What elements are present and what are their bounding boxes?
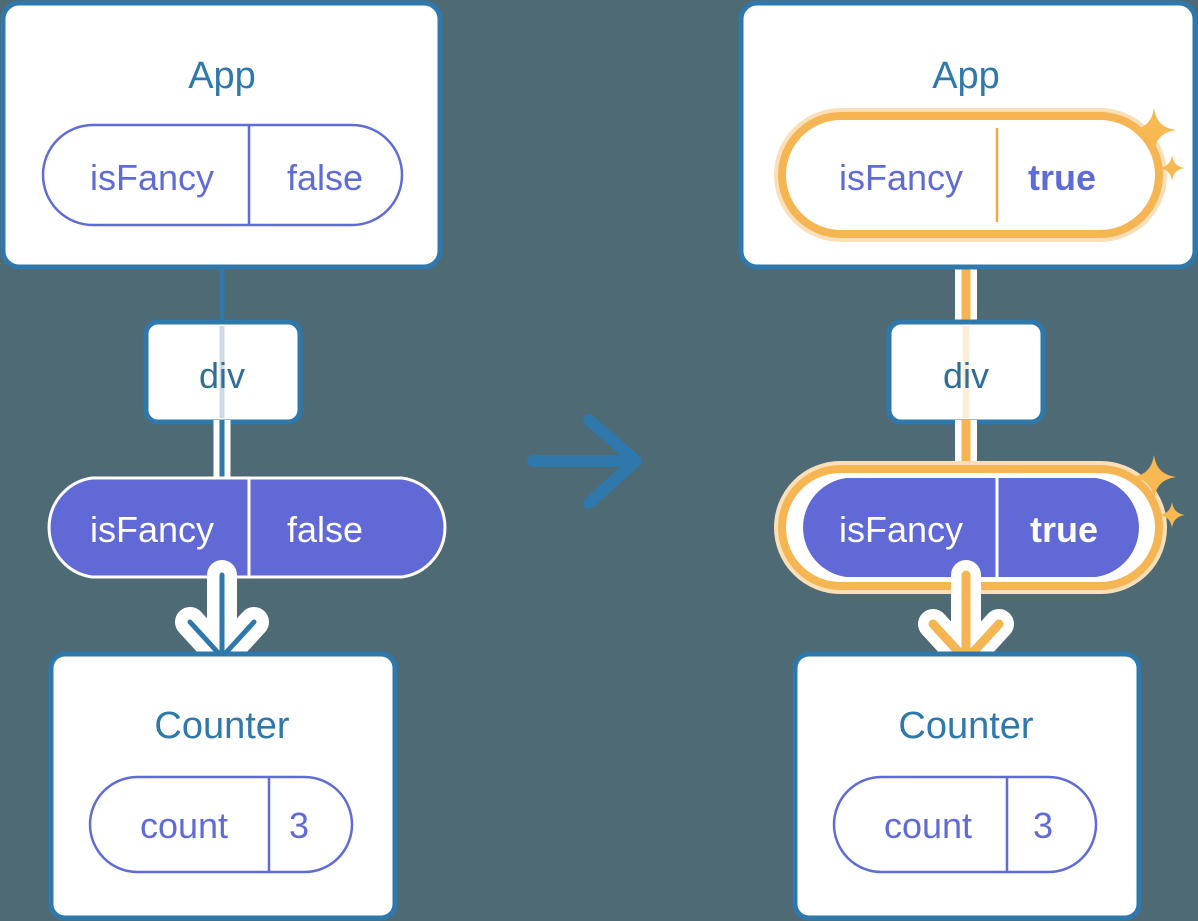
- component-app: App isFancy true: [738, 0, 1198, 270]
- panel-before: App isFancy false div isFancy: [0, 0, 447, 921]
- counter-state-pill: count 3: [88, 775, 354, 874]
- component-app: App isFancy false: [0, 0, 443, 270]
- connector-prop-to-counter: [175, 560, 269, 672]
- prop-pill-body: [47, 476, 447, 579]
- counter-title: Counter: [898, 705, 1034, 747]
- component-counter: Counter count 3: [48, 651, 398, 921]
- div-title: div: [199, 355, 245, 396]
- pill-highlight-ring: [778, 112, 1163, 238]
- pill-key: isFancy: [839, 157, 963, 198]
- div-title: div: [943, 355, 989, 396]
- component-div: div: [886, 319, 1046, 425]
- pill-outline: [41, 123, 404, 227]
- pill-key: count: [884, 805, 972, 846]
- app-title: App: [932, 55, 1000, 97]
- pill-value: true: [1028, 157, 1096, 198]
- transition-arrow-right-icon: [527, 414, 642, 509]
- component-prop-pill: isFancy true: [774, 455, 1185, 594]
- app-state-pill: isFancy false: [41, 123, 404, 227]
- prop-pill-value: false: [287, 509, 363, 550]
- panel-after: App isFancy true div: [738, 0, 1198, 921]
- prop-pill-value: true: [1030, 509, 1098, 550]
- app-state-pill: isFancy true: [774, 108, 1167, 242]
- app-title: App: [188, 55, 256, 97]
- prop-pill-key: isFancy: [90, 509, 214, 550]
- component-counter: Counter count 3: [792, 651, 1142, 921]
- counter-state-pill: count 3: [832, 775, 1098, 874]
- pill-key: isFancy: [90, 157, 214, 198]
- pill-outline: [832, 775, 1098, 874]
- component-div: div: [143, 319, 303, 425]
- pill-value: false: [287, 157, 363, 198]
- component-prop-pill: isFancy false: [47, 476, 447, 579]
- pill-outline: [88, 775, 354, 874]
- prop-pill-key: isFancy: [839, 509, 963, 550]
- counter-title: Counter: [154, 705, 290, 747]
- pill-value: 3: [1033, 805, 1053, 846]
- pill-key: count: [140, 805, 228, 846]
- prop-pill-body: [803, 478, 1139, 577]
- pill-value: 3: [289, 805, 309, 846]
